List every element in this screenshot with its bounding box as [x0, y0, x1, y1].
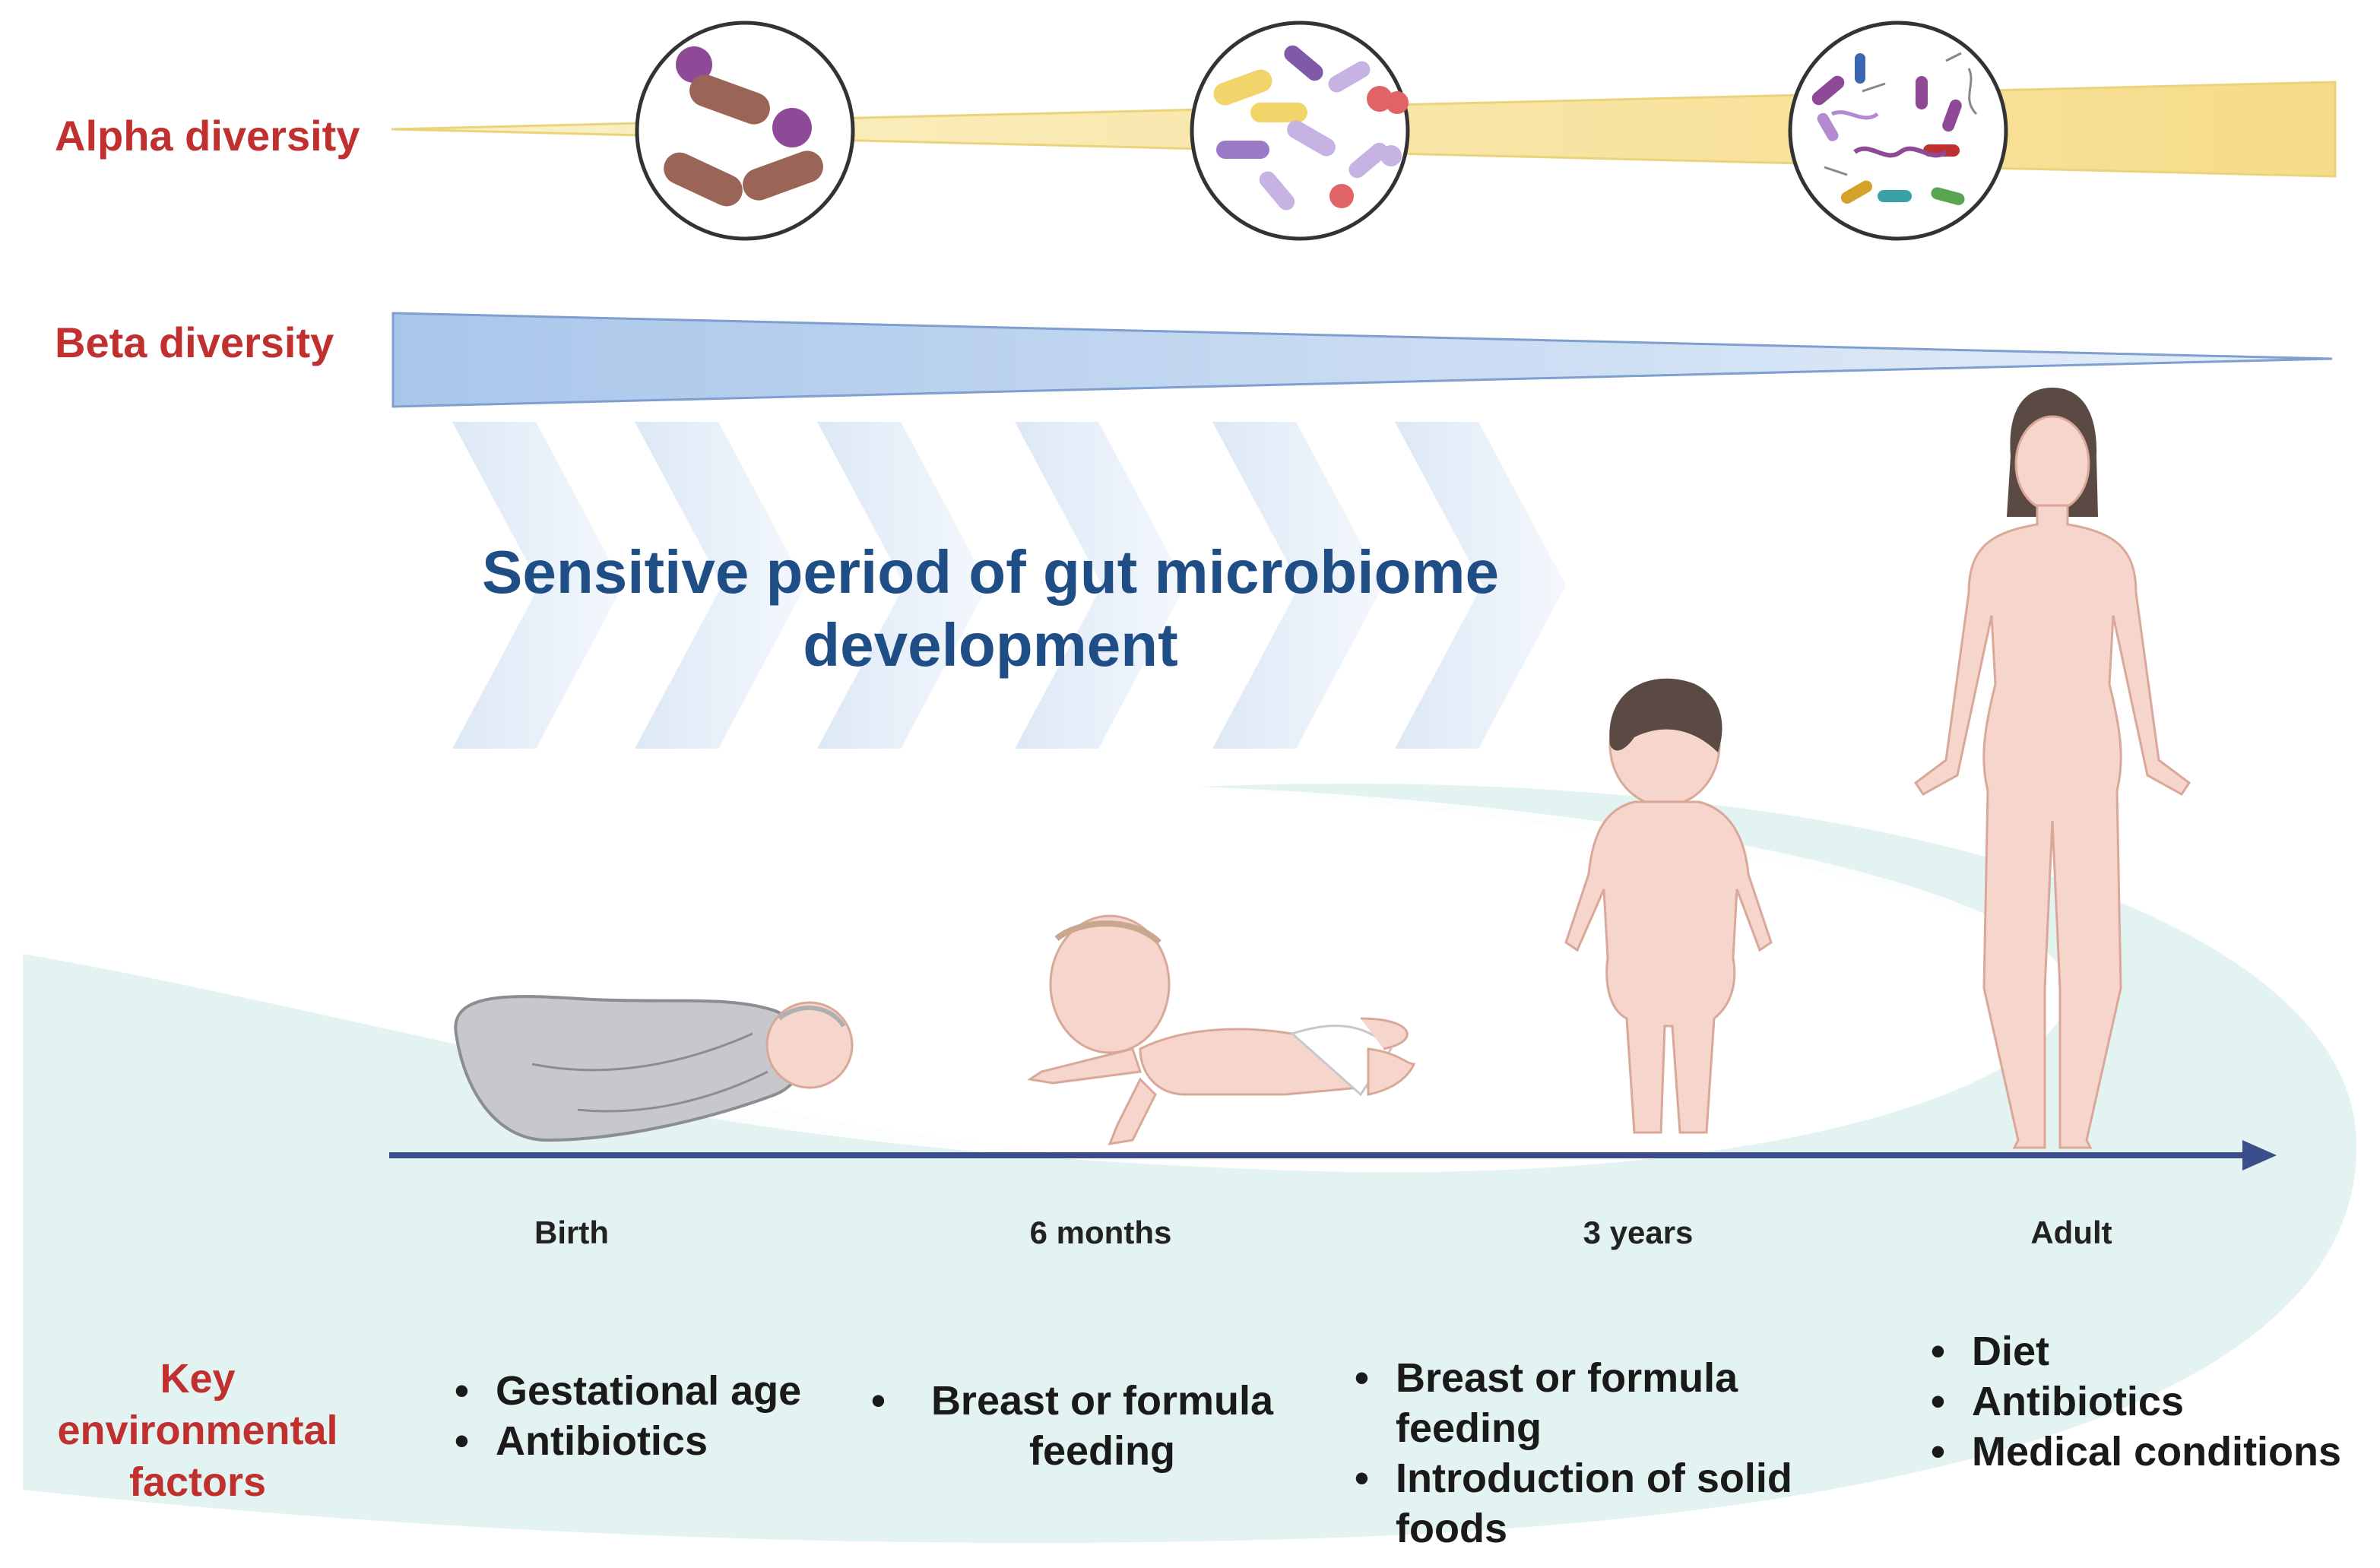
- factors-6-months-list: Breast or formula feeding: [867, 1376, 1292, 1476]
- chevron-5: [1212, 422, 1383, 749]
- chevron-2: [635, 422, 806, 749]
- factor-item: Medical conditions: [1926, 1427, 2341, 1477]
- stage-label-adult: Adult: [2030, 1215, 2112, 1250]
- chevron-6: [1395, 422, 1566, 749]
- microbe-circle-mid-icon: [1190, 21, 1410, 241]
- factor-item: Breast or formula feeding: [1350, 1353, 1836, 1453]
- factor-item: Diet: [1926, 1326, 2341, 1376]
- stage-label-3-years: 3 years: [1583, 1215, 1694, 1250]
- swaddled-newborn-icon: [454, 995, 854, 1142]
- key-factors-heading: Key environmental factors: [57, 1356, 338, 1505]
- standing-toddler-icon: [1564, 678, 1773, 1134]
- factor-item: Antibiotics: [1926, 1376, 2341, 1427]
- crawling-infant-icon: [1027, 914, 1416, 1145]
- microbe-circle-low-icon: [635, 21, 855, 241]
- factor-item: Antibiotics: [450, 1416, 801, 1466]
- factor-item: Introduction of solid foods: [1350, 1453, 1836, 1554]
- diagram-title: Sensitive period of gut microbiome devel…: [482, 538, 1499, 679]
- timeline-arrowhead: [2242, 1140, 2277, 1170]
- microbe-circle-high-icon: [1788, 21, 2008, 241]
- factors-birth-list: Gestational age Antibiotics: [450, 1366, 801, 1466]
- chevron-3: [817, 422, 988, 749]
- standing-adult-icon: [1913, 388, 2191, 1149]
- chevron-arrows: [452, 422, 1566, 749]
- beta-diversity-label: Beta diversity: [55, 318, 334, 366]
- factors-adult-list: Diet Antibiotics Medical conditions: [1926, 1326, 2341, 1477]
- chevron-1: [452, 422, 623, 749]
- factor-item: Gestational age: [450, 1366, 801, 1416]
- stage-label-6-months: 6 months: [1029, 1215, 1172, 1250]
- beta-diversity-wedge: [391, 312, 2333, 408]
- stage-label-birth: Birth: [534, 1215, 609, 1250]
- inner-swoosh: [456, 787, 2070, 1173]
- factor-item: Breast or formula feeding: [867, 1376, 1292, 1476]
- factors-3-years-list: Breast or formula feeding Introduction o…: [1350, 1353, 1836, 1554]
- alpha-diversity-label: Alpha diversity: [55, 112, 360, 160]
- chevron-4: [1015, 422, 1186, 749]
